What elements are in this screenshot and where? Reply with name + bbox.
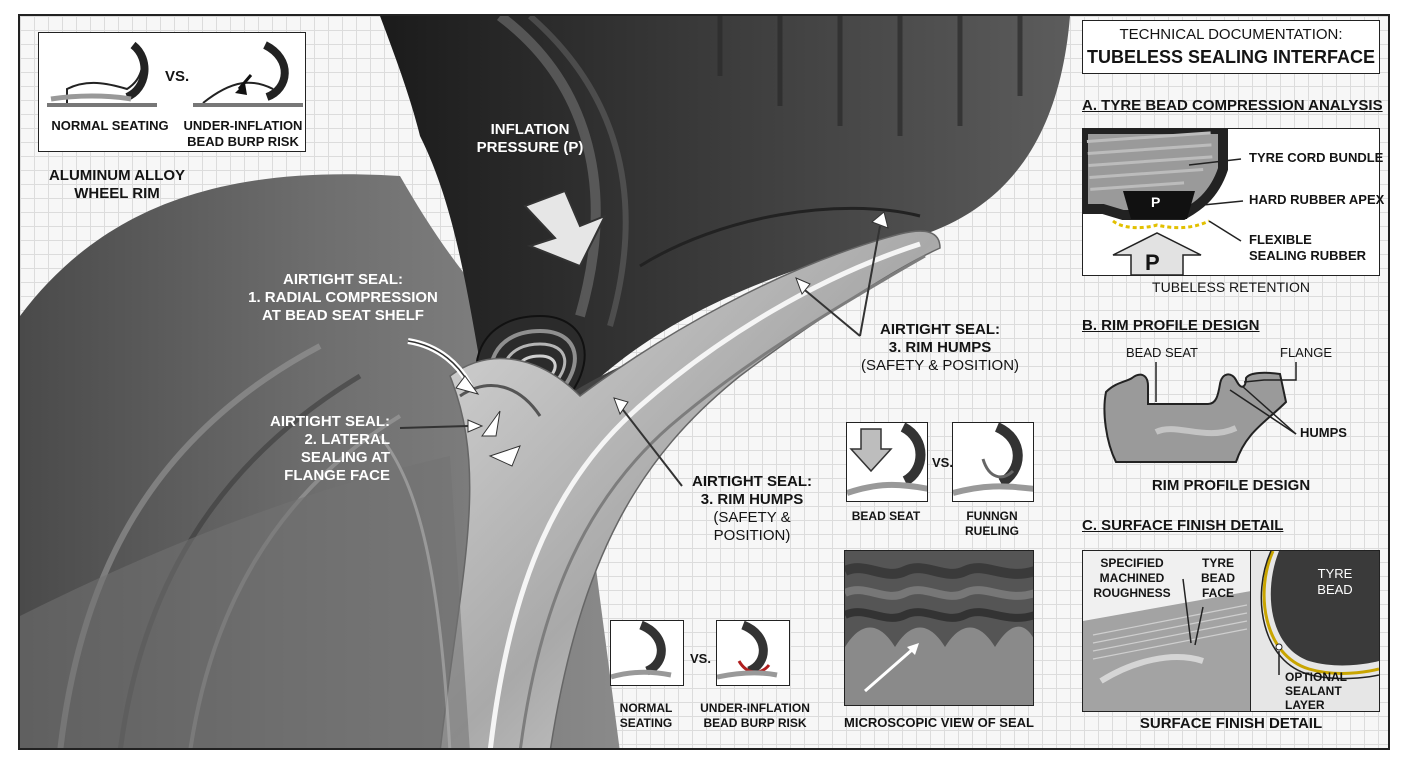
- normal-seating-sketch: [47, 41, 157, 107]
- seal-2-label-2: 2. LATERAL: [304, 431, 390, 448]
- bead-seat-caption: BEAD SEAT: [851, 509, 921, 523]
- sealant-label-1: OPTIONAL: [1285, 670, 1347, 684]
- humps-label: HUMPS: [1300, 425, 1347, 440]
- seal-3b-label-1: AIRTIGHT SEAL:: [692, 473, 812, 490]
- surface-finish-caption: SURFACE FINISH DETAIL: [1139, 715, 1323, 732]
- microscopic-caption: MICROSCOPIC VIEW OF SEAL: [844, 715, 1034, 730]
- microscopic-view: [844, 550, 1034, 706]
- bead-face-label-2: BEAD: [1200, 571, 1235, 585]
- hard-apex-label: HARD RUBBER APEX: [1249, 192, 1385, 207]
- header-box: TECHNICAL DOCUMENTATION: TUBELESS SEALIN…: [1082, 20, 1380, 74]
- thumb-normal-caption-1: NORMAL: [619, 701, 673, 715]
- tubeless-retention-caption: TUBELESS RETENTION: [1152, 279, 1310, 295]
- p-small-label: P: [1151, 194, 1161, 210]
- vs-label-bottom-mid: VS.: [932, 455, 953, 470]
- normal-seating-thumb-sketch: [611, 621, 672, 680]
- section-b-title: B. RIM PROFILE DESIGN: [1082, 317, 1260, 334]
- normal-seating-thumb: [610, 620, 684, 686]
- bead-burp-caption-1: UNDER-INFLATION: [183, 118, 303, 133]
- bead-compression-panel: P P TYRE CORD BUNDLE HARD RUBBER APEX FL…: [1082, 128, 1384, 276]
- bead-face-label-1: TYRE: [1201, 556, 1234, 570]
- pressure-label-2: PRESSURE (P): [476, 139, 584, 156]
- bead-seat-label: BEAD SEAT: [1126, 345, 1199, 360]
- seal-3b-label-4: POSITION): [713, 527, 791, 544]
- seal-3a-label-2: 3. RIM HUMPS: [888, 339, 992, 356]
- thumb-burp-caption-2: BEAD BURP RISK: [703, 716, 807, 730]
- bead-burp-thumb: [716, 620, 790, 686]
- seating-comparison-inset: VS. NORMAL SEATING UNDER-INFLATION BEAD …: [38, 32, 306, 152]
- thumb-burp-caption-1: UNDER-INFLATION: [700, 701, 810, 715]
- tyre-bead-label-1: TYRE: [1317, 566, 1353, 581]
- diagram-frame: VS. NORMAL SEATING UNDER-INFLATION BEAD …: [18, 14, 1390, 750]
- seal-1-label-2: 1. RADIAL COMPRESSION: [248, 289, 438, 306]
- seal-3b-label-3: (SAFETY &: [713, 509, 791, 526]
- bead-seat-thumb: [846, 422, 928, 502]
- tyre-cord-label: TYRE CORD BUNDLE: [1249, 150, 1384, 165]
- header-title: TUBELESS SEALING INTERFACE: [1086, 47, 1376, 67]
- section-c-title: C. SURFACE FINISH DETAIL: [1082, 517, 1284, 534]
- spec-roughness-label-1: SPECIFIED: [1100, 556, 1164, 570]
- bead-compression-diagram: [1083, 129, 1244, 275]
- vs-label: VS.: [165, 68, 190, 85]
- seal-3a-label-1: AIRTIGHT SEAL:: [880, 321, 1000, 338]
- tyre-bead-label-2: BEAD: [1317, 582, 1353, 597]
- microscopic-view-image: [845, 551, 1033, 705]
- seal-2-label-3: SEALING AT: [300, 449, 390, 466]
- funnel-thumb-sketch: [953, 423, 1033, 496]
- flange-label: FLANGE: [1280, 345, 1333, 360]
- seal-3b-label-2: 3. RIM HUMPS: [700, 491, 804, 508]
- spec-roughness-label-2: MACHINED: [1099, 571, 1165, 585]
- sealant-label-2: SEALANT: [1285, 684, 1342, 698]
- seal-1-label-3: AT BEAD SEAT SHELF: [262, 307, 424, 324]
- surface-finish-diagram: [1083, 551, 1379, 711]
- rim-profile-caption: RIM PROFILE DESIGN: [1151, 477, 1311, 494]
- bead-burp-thumb-sketch: [717, 621, 778, 680]
- funnel-caption-2: RUELING: [965, 524, 1019, 538]
- flexible-rubber-label-2: SEALING RUBBER: [1249, 248, 1367, 263]
- funnel-thumb: [952, 422, 1034, 502]
- spec-roughness-label-3: ROUGHNESS: [1093, 586, 1171, 600]
- bead-burp-caption-2: BEAD BURP RISK: [187, 134, 299, 149]
- seal-2-label-1: AIRTIGHT SEAL:: [270, 413, 390, 430]
- p-big-label: P: [1145, 250, 1160, 275]
- seal-2-label-4: FLANGE FACE: [284, 467, 390, 484]
- seal-3a-label-3: (SAFETY & POSITION): [860, 357, 1020, 374]
- seal-1-label-1: AIRTIGHT SEAL:: [283, 271, 403, 288]
- rim-tyre-illustration: [20, 16, 1070, 748]
- rim-label-1: ALUMINUM ALLOY: [48, 167, 186, 184]
- sealant-label-3: LAYER: [1285, 698, 1325, 712]
- bead-face-label-3: FACE: [1201, 586, 1234, 600]
- bead-seat-thumb-sketch: [847, 423, 927, 496]
- thumb-normal-caption-2: SEATING: [619, 716, 673, 730]
- vs-label-bottom-left: VS.: [690, 651, 711, 666]
- rim-label-2: WHEEL RIM: [74, 185, 160, 202]
- section-a-title: A. TYRE BEAD COMPRESSION ANALYSIS: [1082, 97, 1383, 114]
- header-line-1: TECHNICAL DOCUMENTATION:: [1119, 26, 1343, 43]
- flexible-rubber-label-1: FLEXIBLE: [1249, 232, 1312, 247]
- bead-burp-sketch: [193, 41, 303, 107]
- pressure-label-1: INFLATION: [490, 121, 570, 138]
- normal-seating-caption: NORMAL SEATING: [51, 118, 169, 133]
- surface-finish-panel: SPECIFIED MACHINED ROUGHNESS TYRE BEAD F…: [1082, 550, 1380, 712]
- rim-profile-diagram: [1103, 362, 1297, 463]
- funnel-caption-1: FUNNGN: [966, 509, 1018, 523]
